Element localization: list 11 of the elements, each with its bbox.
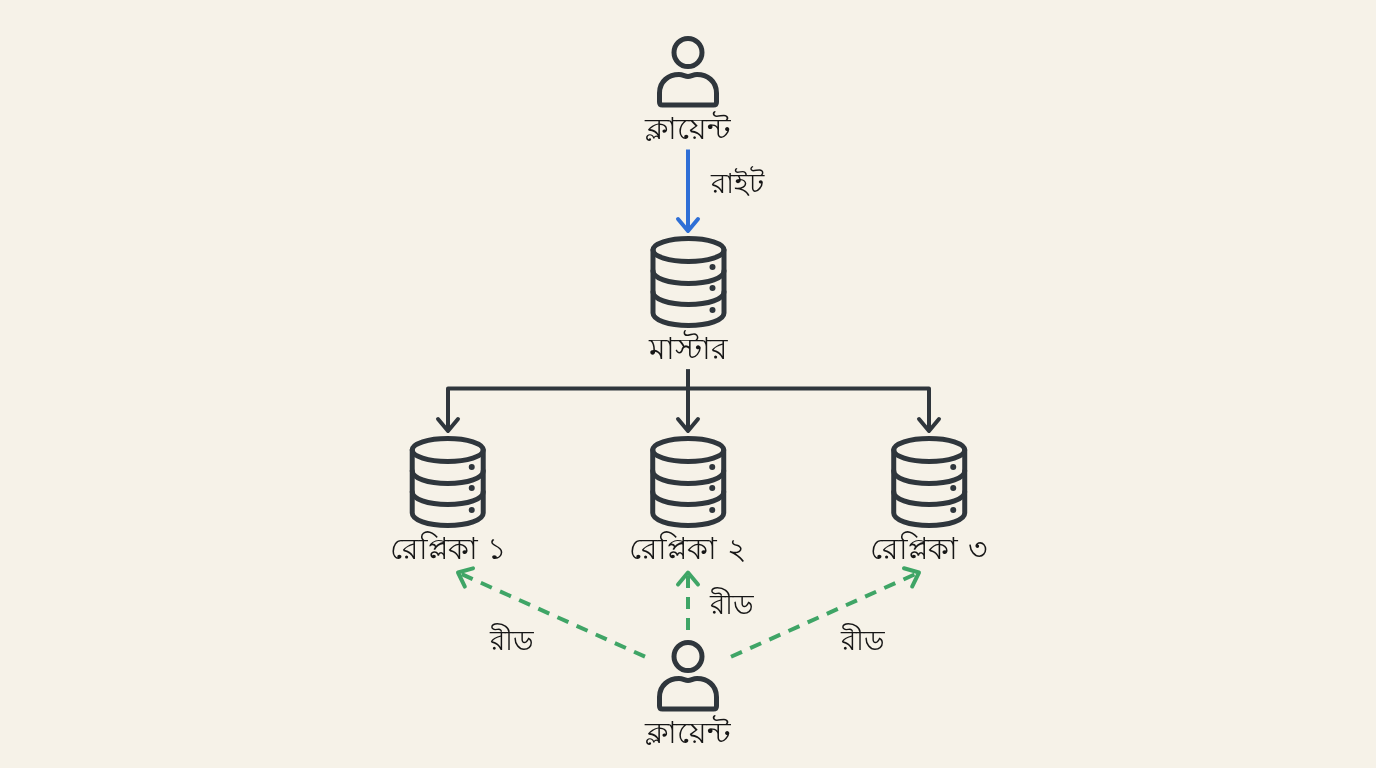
arrow bbox=[676, 149, 700, 233]
dashed-arrow bbox=[456, 566, 646, 659]
node-label: ক্লায়েন্ট bbox=[645, 716, 731, 751]
dashed-arrow bbox=[676, 570, 700, 630]
node-label: রেপ্লিকা ১ bbox=[389, 532, 507, 567]
node-label: রেপ্লিকা ৩ bbox=[870, 532, 988, 567]
node-label: মাস্টার bbox=[648, 332, 728, 367]
arrow bbox=[686, 369, 941, 433]
node-label: রেপ্লিকা ২ bbox=[629, 532, 747, 567]
node-label: ক্লায়েন্ট bbox=[645, 112, 731, 147]
dashed-arrow bbox=[730, 566, 921, 659]
